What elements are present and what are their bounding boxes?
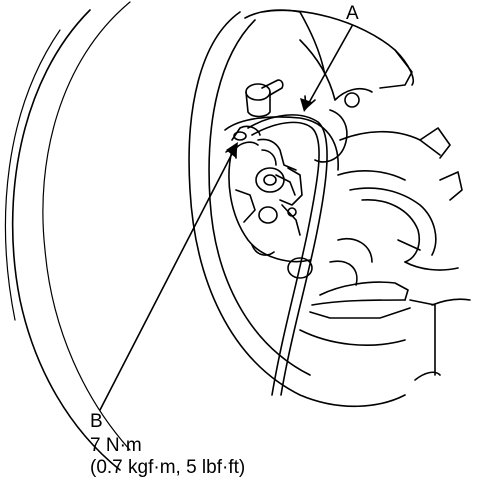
tire-outline [4, 1, 131, 471]
right-suspension [337, 127, 463, 271]
leader-a [304, 25, 353, 109]
lower-arm [309, 238, 411, 319]
caliper-bolt [245, 79, 284, 118]
callout-a: A [346, 3, 359, 24]
arrow-b-head [226, 142, 238, 158]
fender-arcs [188, 9, 414, 408]
torque-spec-alt: (0.7 kgf·m, 5 lbf·ft) [90, 457, 246, 478]
arrow-a-head [300, 98, 312, 112]
knuckle-upper [299, 11, 413, 163]
hub-assembly [224, 116, 339, 279]
leader-b [99, 145, 237, 411]
dust-shield [299, 298, 471, 381]
callout-b: B [90, 411, 103, 432]
hose-bracket [231, 125, 297, 196]
brake-hose [247, 114, 328, 396]
torque-spec-nm: 7 N·m [90, 435, 142, 456]
